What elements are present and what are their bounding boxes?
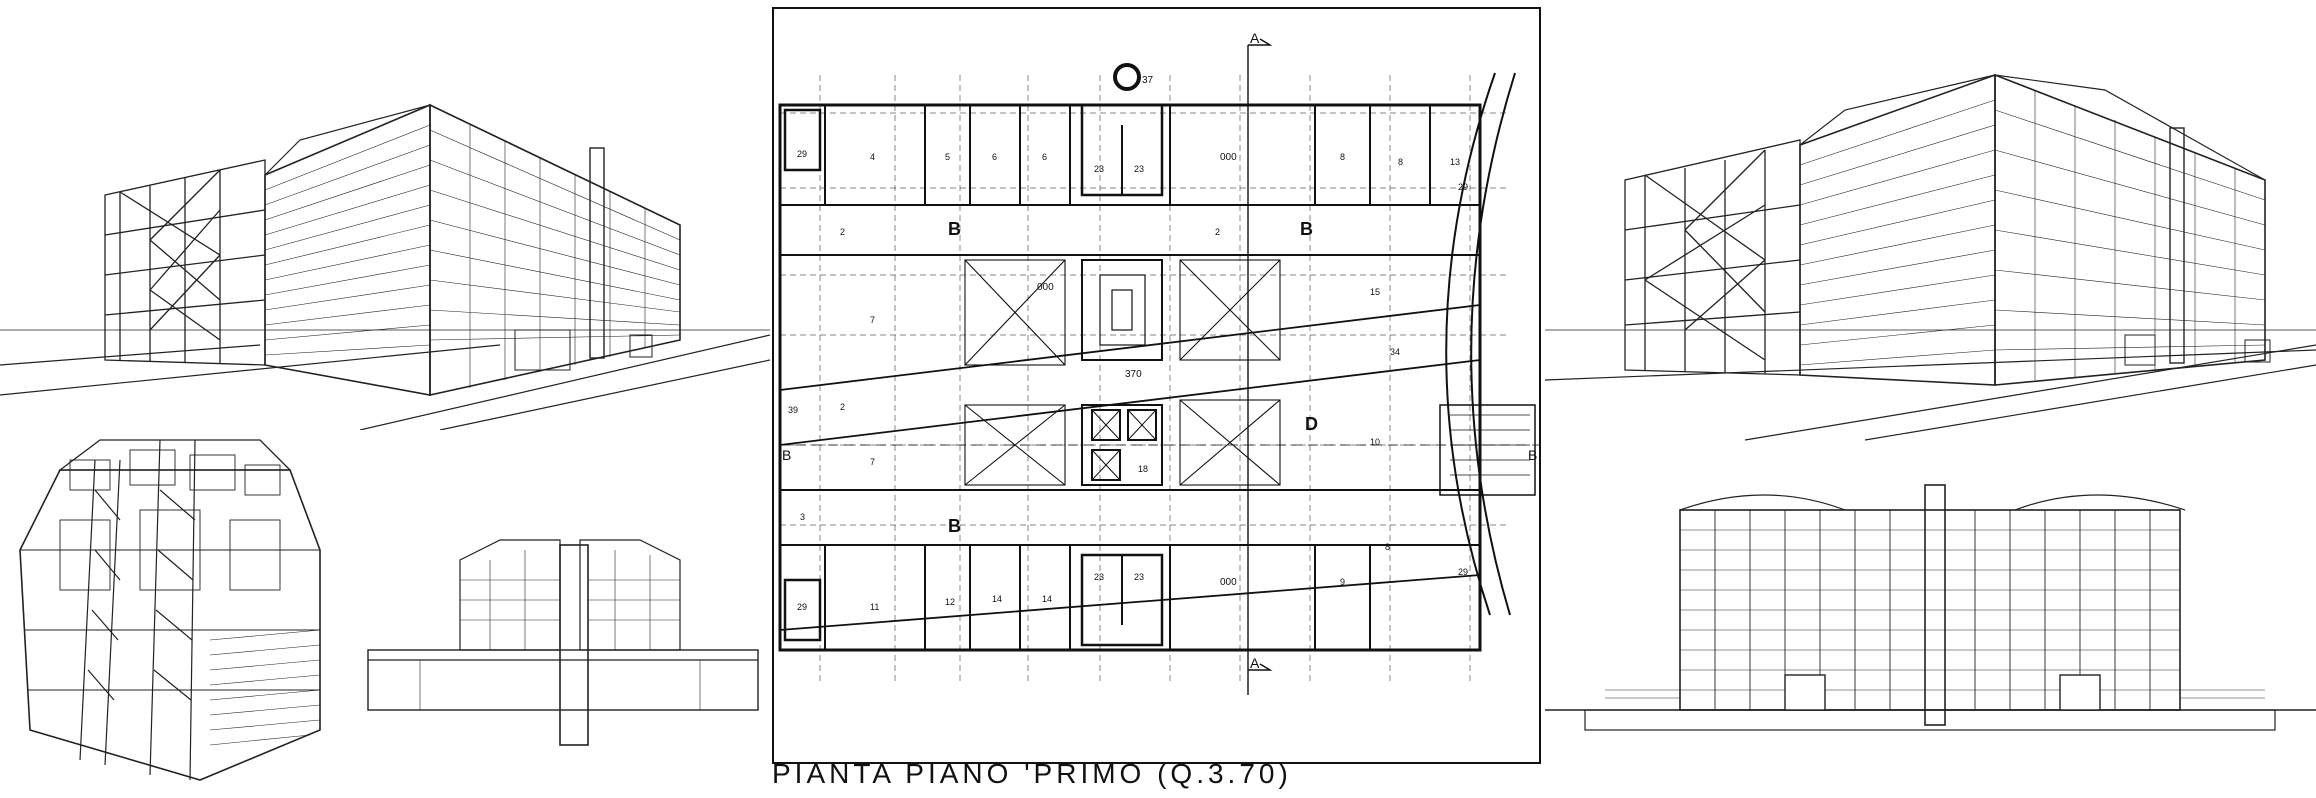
section-mark-a-bottom: A — [1250, 655, 1260, 671]
room-number: 8 — [1340, 152, 1345, 162]
section-mark-a-top: A — [1250, 30, 1260, 46]
perspective-view-right — [1545, 0, 2316, 450]
room-number: 14 — [1042, 594, 1052, 604]
room-number: 8 — [1398, 157, 1403, 167]
zone-label: B — [1300, 219, 1313, 239]
room-number: 23 — [1094, 164, 1104, 174]
front-elevation — [1545, 470, 2316, 760]
section-mark-b-right: B — [1528, 447, 1537, 463]
room-number: 29 — [1458, 182, 1468, 192]
room-number: 9 — [1340, 577, 1345, 587]
room-number: 2 — [840, 402, 845, 412]
room-number: 29 — [1458, 567, 1468, 577]
room-number: 13 — [1450, 157, 1460, 167]
level-marker: 000 — [1220, 152, 1237, 163]
section-mark-b-left: B — [782, 447, 791, 463]
room-number: 10 — [1370, 437, 1380, 447]
zone-label: D — [1305, 414, 1318, 434]
room-number: 11 — [870, 602, 879, 612]
perspective-view-left — [0, 0, 770, 430]
floor-plan: 37 A A B B B B B D 000 000 370 000 29 4 … — [770, 5, 1545, 768]
plan-caption: PIANTA PIANO 'PRIMO (Q.3.70) — [772, 758, 1292, 789]
level-marker: 000 — [1220, 577, 1237, 588]
room-number: 29 — [797, 149, 807, 159]
room-number: 6 — [1042, 152, 1047, 162]
room-number: 2 — [840, 227, 845, 237]
room-number: 15 — [1370, 287, 1380, 297]
room-number: 7 — [870, 457, 875, 467]
room-number: 23 — [1134, 572, 1144, 582]
room-number: 29 — [797, 602, 807, 612]
zone-label: B — [948, 219, 961, 239]
room-number: 6 — [992, 152, 997, 162]
room-number: 12 — [945, 597, 955, 607]
room-number: 2 — [1215, 227, 1220, 237]
room-number: 5 — [945, 152, 950, 162]
top-marker-label: 37 — [1142, 75, 1154, 86]
level-marker: 370 — [1125, 369, 1142, 380]
room-number: 18 — [1138, 464, 1148, 474]
room-number: 23 — [1134, 164, 1144, 174]
axonometric-view — [0, 430, 360, 798]
zone-label: B — [948, 516, 961, 536]
room-number: 23 — [1094, 572, 1104, 582]
room-number: 3 — [800, 512, 805, 522]
room-number: 34 — [1390, 347, 1400, 357]
room-number: 39 — [788, 405, 798, 415]
room-number: 7 — [870, 315, 875, 325]
room-number: 4 — [870, 152, 875, 162]
room-number: 8 — [1385, 542, 1390, 552]
level-marker: 000 — [1037, 282, 1054, 293]
section-drawing — [360, 520, 770, 750]
room-number: 14 — [992, 594, 1002, 604]
